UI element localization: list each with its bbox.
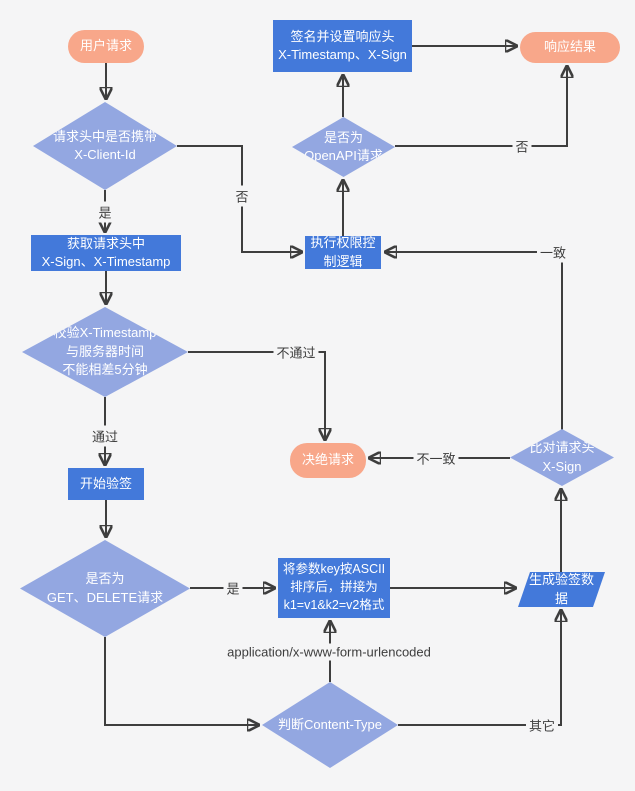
edge-contenttype-other	[398, 611, 561, 726]
node-reject-request-label: 决绝请求	[301, 452, 354, 468]
edge-label-form-urlencoded: application/x-www-form-urlencoded	[224, 643, 434, 661]
edge-label-yes-1: 是	[95, 201, 115, 223]
node-user-request: 用户请求	[68, 30, 144, 63]
node-response-result-label: 响应结果	[543, 39, 596, 55]
node-gen-sign-data: 生成验签数据	[518, 572, 605, 607]
decision-is-openapi-label: 是否为 OpenAPI请求	[304, 129, 383, 163]
node-start-verify-label: 开始验签	[79, 475, 132, 491]
decision-compare-sign-label: 比对请求头 X-Sign	[529, 440, 595, 474]
node-sort-params: 将参数key按ASCII 排序后，拼接为 k1=v1&k2=v2格式	[278, 558, 390, 618]
node-sign-response-label: 签名并设置响应头 X-Timestamp、X-Sign	[278, 28, 407, 62]
edge-openapi-no	[395, 67, 567, 147]
edge-label-no-2: 否	[512, 135, 532, 157]
node-user-request-label: 用户请求	[79, 38, 132, 54]
decision-content-type-label: 判断Content-Type	[277, 716, 383, 732]
edge-timestamp-fail	[188, 351, 325, 439]
decision-is-get-delete-label: 是否为 GET、DELETE请求	[46, 571, 164, 605]
node-get-headers-label: 获取请求头中 X-Sign、X-Timestamp	[41, 235, 171, 269]
node-sign-response: 签名并设置响应头 X-Timestamp、X-Sign	[273, 20, 412, 72]
decision-check-client-id-label: 请求头中是否携带 X-Client-Id	[52, 128, 157, 162]
node-response-result: 响应结果	[520, 32, 620, 63]
edge-label-mismatch: 不一致	[413, 447, 459, 469]
edge-label-match: 一致	[536, 241, 570, 263]
node-get-headers: 获取请求头中 X-Sign、X-Timestamp	[31, 235, 181, 271]
edge-label-pass: 通过	[88, 425, 122, 447]
node-gen-sign-data-label: 生成验签数据	[528, 572, 594, 606]
node-reject-request: 决绝请求	[290, 443, 366, 478]
edge-label-other: 其它	[525, 714, 559, 736]
node-start-verify: 开始验签	[68, 468, 144, 500]
edge-label-no-1: 否	[232, 185, 252, 207]
edge-compare-match	[386, 252, 563, 430]
edge-label-fail: 不通过	[273, 341, 319, 363]
edge-label-yes-2: 是	[223, 577, 243, 599]
edge-getdelete-to-contenttype	[104, 637, 258, 725]
node-exec-permission-label: 执行权限控制逻辑	[310, 235, 376, 269]
node-exec-permission: 执行权限控制逻辑	[305, 235, 381, 269]
decision-check-timestamp-label: 校验X-Timestamp 与服务器时间 不能相差5分钟	[53, 325, 157, 378]
node-sort-params-label: 将参数key按ASCII 排序后，拼接为 k1=v1&k2=v2格式	[282, 562, 386, 612]
